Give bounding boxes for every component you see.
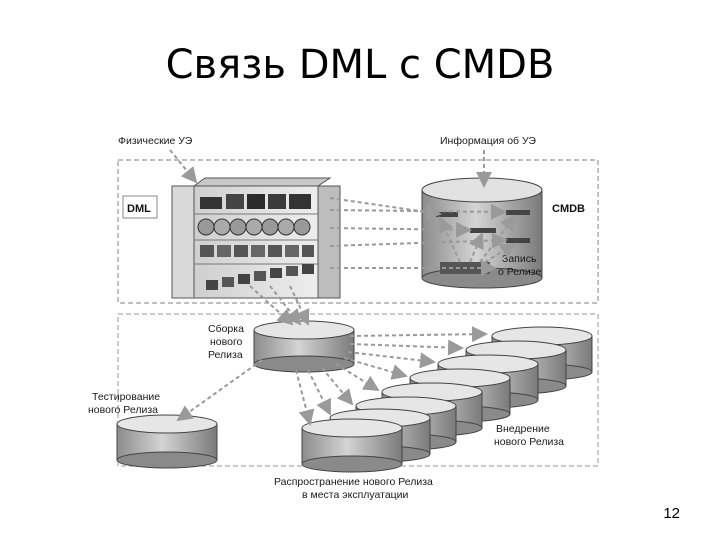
distribute-label-line1: Распространение нового Релиза (274, 476, 433, 488)
dml-cmdb-boundary (117, 159, 599, 304)
deploy-cylinder-stack (301, 326, 593, 473)
physical-ci-label: Физические УЭ (118, 135, 193, 147)
test-label-line1: Тестирование (92, 391, 160, 403)
build-label-line3: Релиза (208, 349, 243, 361)
arrow-build-to-test (176, 359, 263, 422)
slide-title: Связь DML с CMDB (165, 42, 555, 88)
release-record-label-line1: Запись (502, 253, 537, 265)
cmdb-label: CMDB (552, 203, 585, 215)
release-record-label-line2: о Релизе (498, 266, 541, 278)
dml-library-rack (171, 177, 341, 299)
dml-label-box (122, 195, 158, 219)
deploy-label-line2: нового Релиза (494, 436, 564, 448)
distribute-label-line2: в места эксплуатации (302, 489, 409, 501)
build-label-line1: Сборка (208, 323, 244, 335)
arrow-physical-to-dml (169, 149, 198, 184)
page-number: 12 (663, 505, 680, 522)
dml-to-build-links (249, 285, 310, 326)
dml-to-cmdb-links (329, 197, 517, 276)
ci-info-label: Информация об УЭ (440, 135, 536, 147)
test-label-line2: нового Релиза (88, 404, 158, 416)
dml-label: DML (127, 203, 151, 215)
build-to-deploy-links (295, 326, 488, 426)
build-release-cylinder (253, 320, 355, 373)
deploy-label-line1: Внедрение (496, 423, 550, 435)
test-release-cylinder (116, 414, 218, 469)
build-label-line2: нового (210, 336, 243, 348)
